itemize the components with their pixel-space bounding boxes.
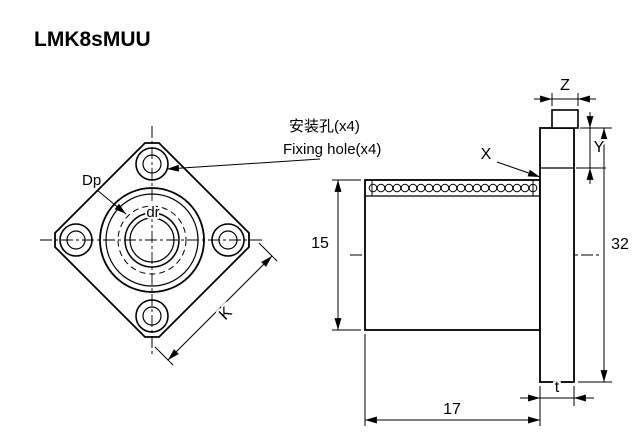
k-dimension-line <box>167 255 273 361</box>
z-dimension-value: Z <box>560 77 570 94</box>
k-label: K <box>216 304 236 324</box>
od-dimension-value: 15 <box>311 235 329 252</box>
annotation-en: Fixing hole(x4) <box>283 141 381 158</box>
annotation-leader-arrow <box>166 158 321 172</box>
x-leader-arrow <box>496 161 541 178</box>
side-view: 15 32 17 t Z Y X <box>309 75 631 426</box>
dr-label: dr <box>146 204 159 221</box>
ball-pitch-circle <box>117 205 187 275</box>
fixing-holes <box>59 147 245 333</box>
dp-leader-arrow <box>96 189 127 215</box>
annotation-cn: 安装孔(x4) <box>289 118 360 135</box>
flange-outline <box>539 127 575 383</box>
fixing-hole-annotation: 安装孔(x4) Fixing hole(x4) <box>166 118 381 172</box>
x-dimension-value: X <box>481 146 492 163</box>
flange-dimension-value: 32 <box>611 236 629 253</box>
bore-chamfer-circle <box>129 217 175 263</box>
k-extension-line-right <box>258 242 278 262</box>
flange-boss-outline <box>551 109 579 129</box>
fixing-hole-bore <box>142 306 162 326</box>
bearing-balls-row <box>368 183 538 193</box>
front-view: Dp dr K <box>40 126 278 366</box>
length-dimension-value: 17 <box>443 401 461 418</box>
boss-outer-circle <box>99 187 205 293</box>
body-outline <box>364 179 541 331</box>
bore-circle <box>124 212 180 268</box>
boss-inner-circle <box>105 193 199 287</box>
bearing-ball <box>528 183 538 193</box>
t-dimension-value: t <box>555 379 560 396</box>
fixing-hole-bore <box>218 230 238 250</box>
fixing-hole-counterbore <box>135 147 169 181</box>
y-dimension-value: Y <box>594 139 605 156</box>
k-extension-line-bottom <box>154 346 174 366</box>
fixing-hole-bore <box>66 230 86 250</box>
dp-label: Dp <box>82 172 101 189</box>
fixing-hole-counterbore <box>59 223 93 257</box>
fixing-hole-bore <box>142 154 162 174</box>
drawing-title: LMK8sMUU <box>34 28 151 51</box>
